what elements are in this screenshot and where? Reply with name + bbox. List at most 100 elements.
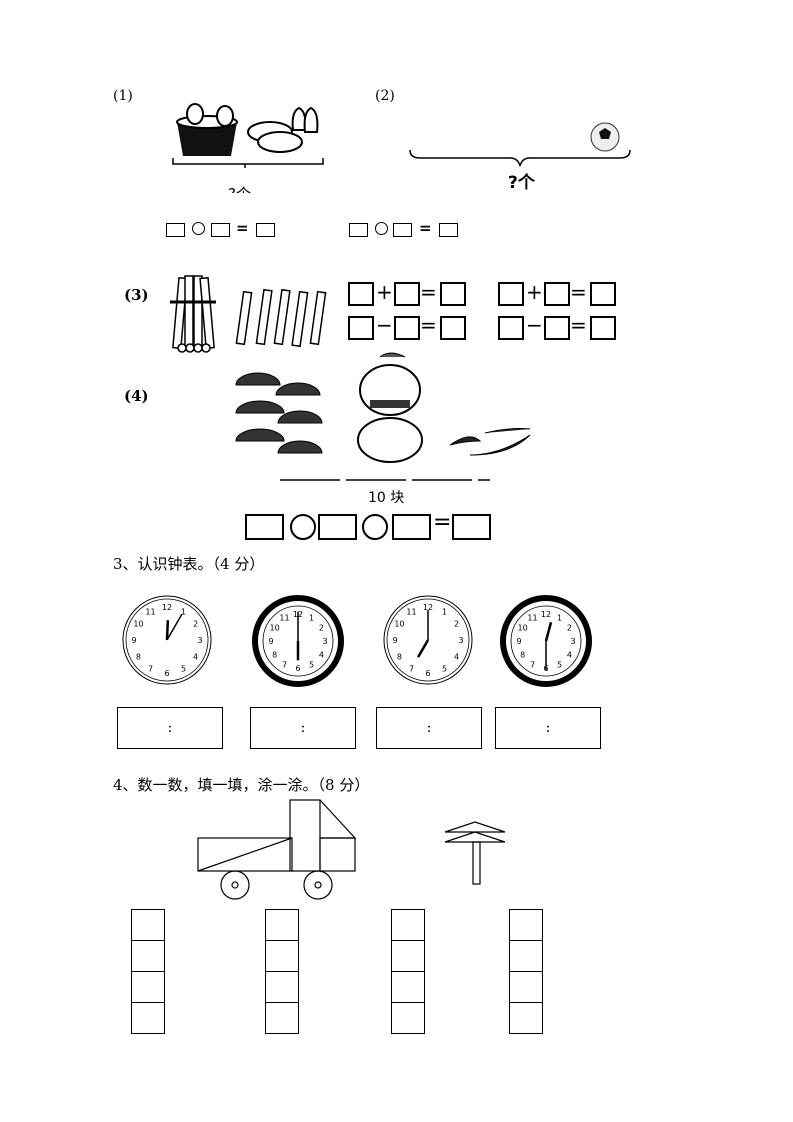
equals-sign: = xyxy=(570,313,587,337)
answer-box[interactable] xyxy=(544,282,570,306)
basket-pears-illustration xyxy=(172,103,324,168)
clock-numeral: 2 xyxy=(454,620,459,629)
clock-numeral: 1 xyxy=(442,607,447,616)
clock-numeral: 10 xyxy=(133,620,143,629)
sticks-bundle-illustration xyxy=(170,275,327,353)
answer-box[interactable] xyxy=(440,282,466,306)
clock-numeral: 3 xyxy=(197,636,202,645)
clock-numeral: 9 xyxy=(516,637,521,646)
clock-numeral: 4 xyxy=(319,651,324,660)
count-column-4[interactable] xyxy=(509,909,543,1034)
clock-numeral: 10 xyxy=(394,620,404,629)
clock-numeral: 6 xyxy=(164,669,169,678)
clock-numeral: 3 xyxy=(322,637,327,646)
clock-numeral: 8 xyxy=(136,653,141,662)
clock-numeral: 2 xyxy=(319,624,324,633)
clock-numeral: 3 xyxy=(570,637,575,646)
time-answer-box[interactable]: : xyxy=(250,707,356,749)
answer-box[interactable] xyxy=(245,514,284,540)
answer-box[interactable] xyxy=(544,316,570,340)
clock-numeral: 6 xyxy=(295,664,300,673)
count-column-1[interactable] xyxy=(131,909,165,1034)
answer-box[interactable] xyxy=(440,316,466,340)
answer-box[interactable] xyxy=(590,316,616,340)
problem-1-label: (1) xyxy=(113,88,133,104)
answer-box[interactable] xyxy=(211,223,230,237)
minute-hand xyxy=(166,613,183,641)
equals-sign: = xyxy=(570,280,587,304)
operator-circle[interactable] xyxy=(290,514,316,540)
answer-box[interactable] xyxy=(348,282,374,306)
clock-numeral: 2 xyxy=(567,624,572,633)
operator-circle[interactable] xyxy=(192,222,205,235)
answer-box[interactable] xyxy=(439,223,458,237)
answer-box[interactable] xyxy=(590,282,616,306)
answer-box[interactable] xyxy=(393,223,412,237)
answer-box[interactable] xyxy=(498,282,524,306)
answer-box[interactable] xyxy=(392,514,431,540)
section-4-title: 4、数一数，填一填，涂一涂。（8 分） xyxy=(113,776,370,794)
clock-numeral: 4 xyxy=(193,653,198,662)
clock-numeral: 11 xyxy=(145,607,155,616)
umbrella-shapes-figure xyxy=(444,821,506,885)
clock-numeral: 9 xyxy=(268,637,273,646)
time-answer-box[interactable]: : xyxy=(376,707,482,749)
answer-box[interactable] xyxy=(394,282,420,306)
operator-circle[interactable] xyxy=(375,222,388,235)
minus-sign: − xyxy=(526,313,543,337)
brace-ball-illustration xyxy=(409,122,631,167)
clock-numeral: 5 xyxy=(181,665,186,674)
problem-4-caption: 10 块 xyxy=(368,490,405,506)
hour-hand xyxy=(165,620,170,641)
answer-box[interactable] xyxy=(166,223,185,237)
time-separator: : xyxy=(300,720,306,736)
time-separator: : xyxy=(426,720,432,736)
hour-hand xyxy=(417,639,430,658)
clock-numeral: 7 xyxy=(409,665,414,674)
plus-sign: + xyxy=(526,280,543,304)
equals-sign: = xyxy=(420,280,437,304)
clock-numeral: 1 xyxy=(181,607,186,616)
clock-numeral: 3 xyxy=(458,636,463,645)
operator-circle[interactable] xyxy=(362,514,388,540)
equals-sign: = xyxy=(420,313,437,337)
time-answer-box[interactable]: : xyxy=(495,707,601,749)
hour-hand xyxy=(544,621,553,642)
clock-numeral: 11 xyxy=(406,607,416,616)
clock-numeral: 4 xyxy=(454,653,459,662)
time-answer-box[interactable]: : xyxy=(117,707,223,749)
clock-numeral: 8 xyxy=(397,653,402,662)
minus-sign: − xyxy=(376,313,393,337)
answer-box[interactable] xyxy=(452,514,491,540)
clock-numeral: 5 xyxy=(309,660,314,669)
clock-numeral: 12 xyxy=(162,603,172,612)
count-column-2[interactable] xyxy=(265,909,299,1034)
section-3-title: 3、认识钟表。（4 分） xyxy=(113,555,265,573)
clock-numeral: 6 xyxy=(425,669,430,678)
clock-numeral: 5 xyxy=(442,665,447,674)
plus-sign: + xyxy=(376,280,393,304)
clock-numeral: 7 xyxy=(148,665,153,674)
problem-1-caption: ?个 xyxy=(228,183,251,193)
answer-box[interactable] xyxy=(256,223,275,237)
problem-2-label: (2) xyxy=(375,88,395,104)
answer-box[interactable] xyxy=(394,316,420,340)
answer-box[interactable] xyxy=(498,316,524,340)
answer-box[interactable] xyxy=(348,316,374,340)
clock-numeral: 12 xyxy=(423,603,433,612)
clock-numeral: 1 xyxy=(309,614,314,623)
answer-box[interactable] xyxy=(349,223,368,237)
clock-numeral: 12 xyxy=(541,610,551,619)
problem-4-label: (4) xyxy=(124,387,149,405)
clock-numeral: 11 xyxy=(527,614,537,623)
answer-box[interactable] xyxy=(318,514,357,540)
count-column-3[interactable] xyxy=(391,909,425,1034)
clock-numeral: 10 xyxy=(270,624,280,633)
clock-numeral: 8 xyxy=(272,651,277,660)
clock-numeral: 9 xyxy=(392,636,397,645)
time-separator: : xyxy=(545,720,551,736)
